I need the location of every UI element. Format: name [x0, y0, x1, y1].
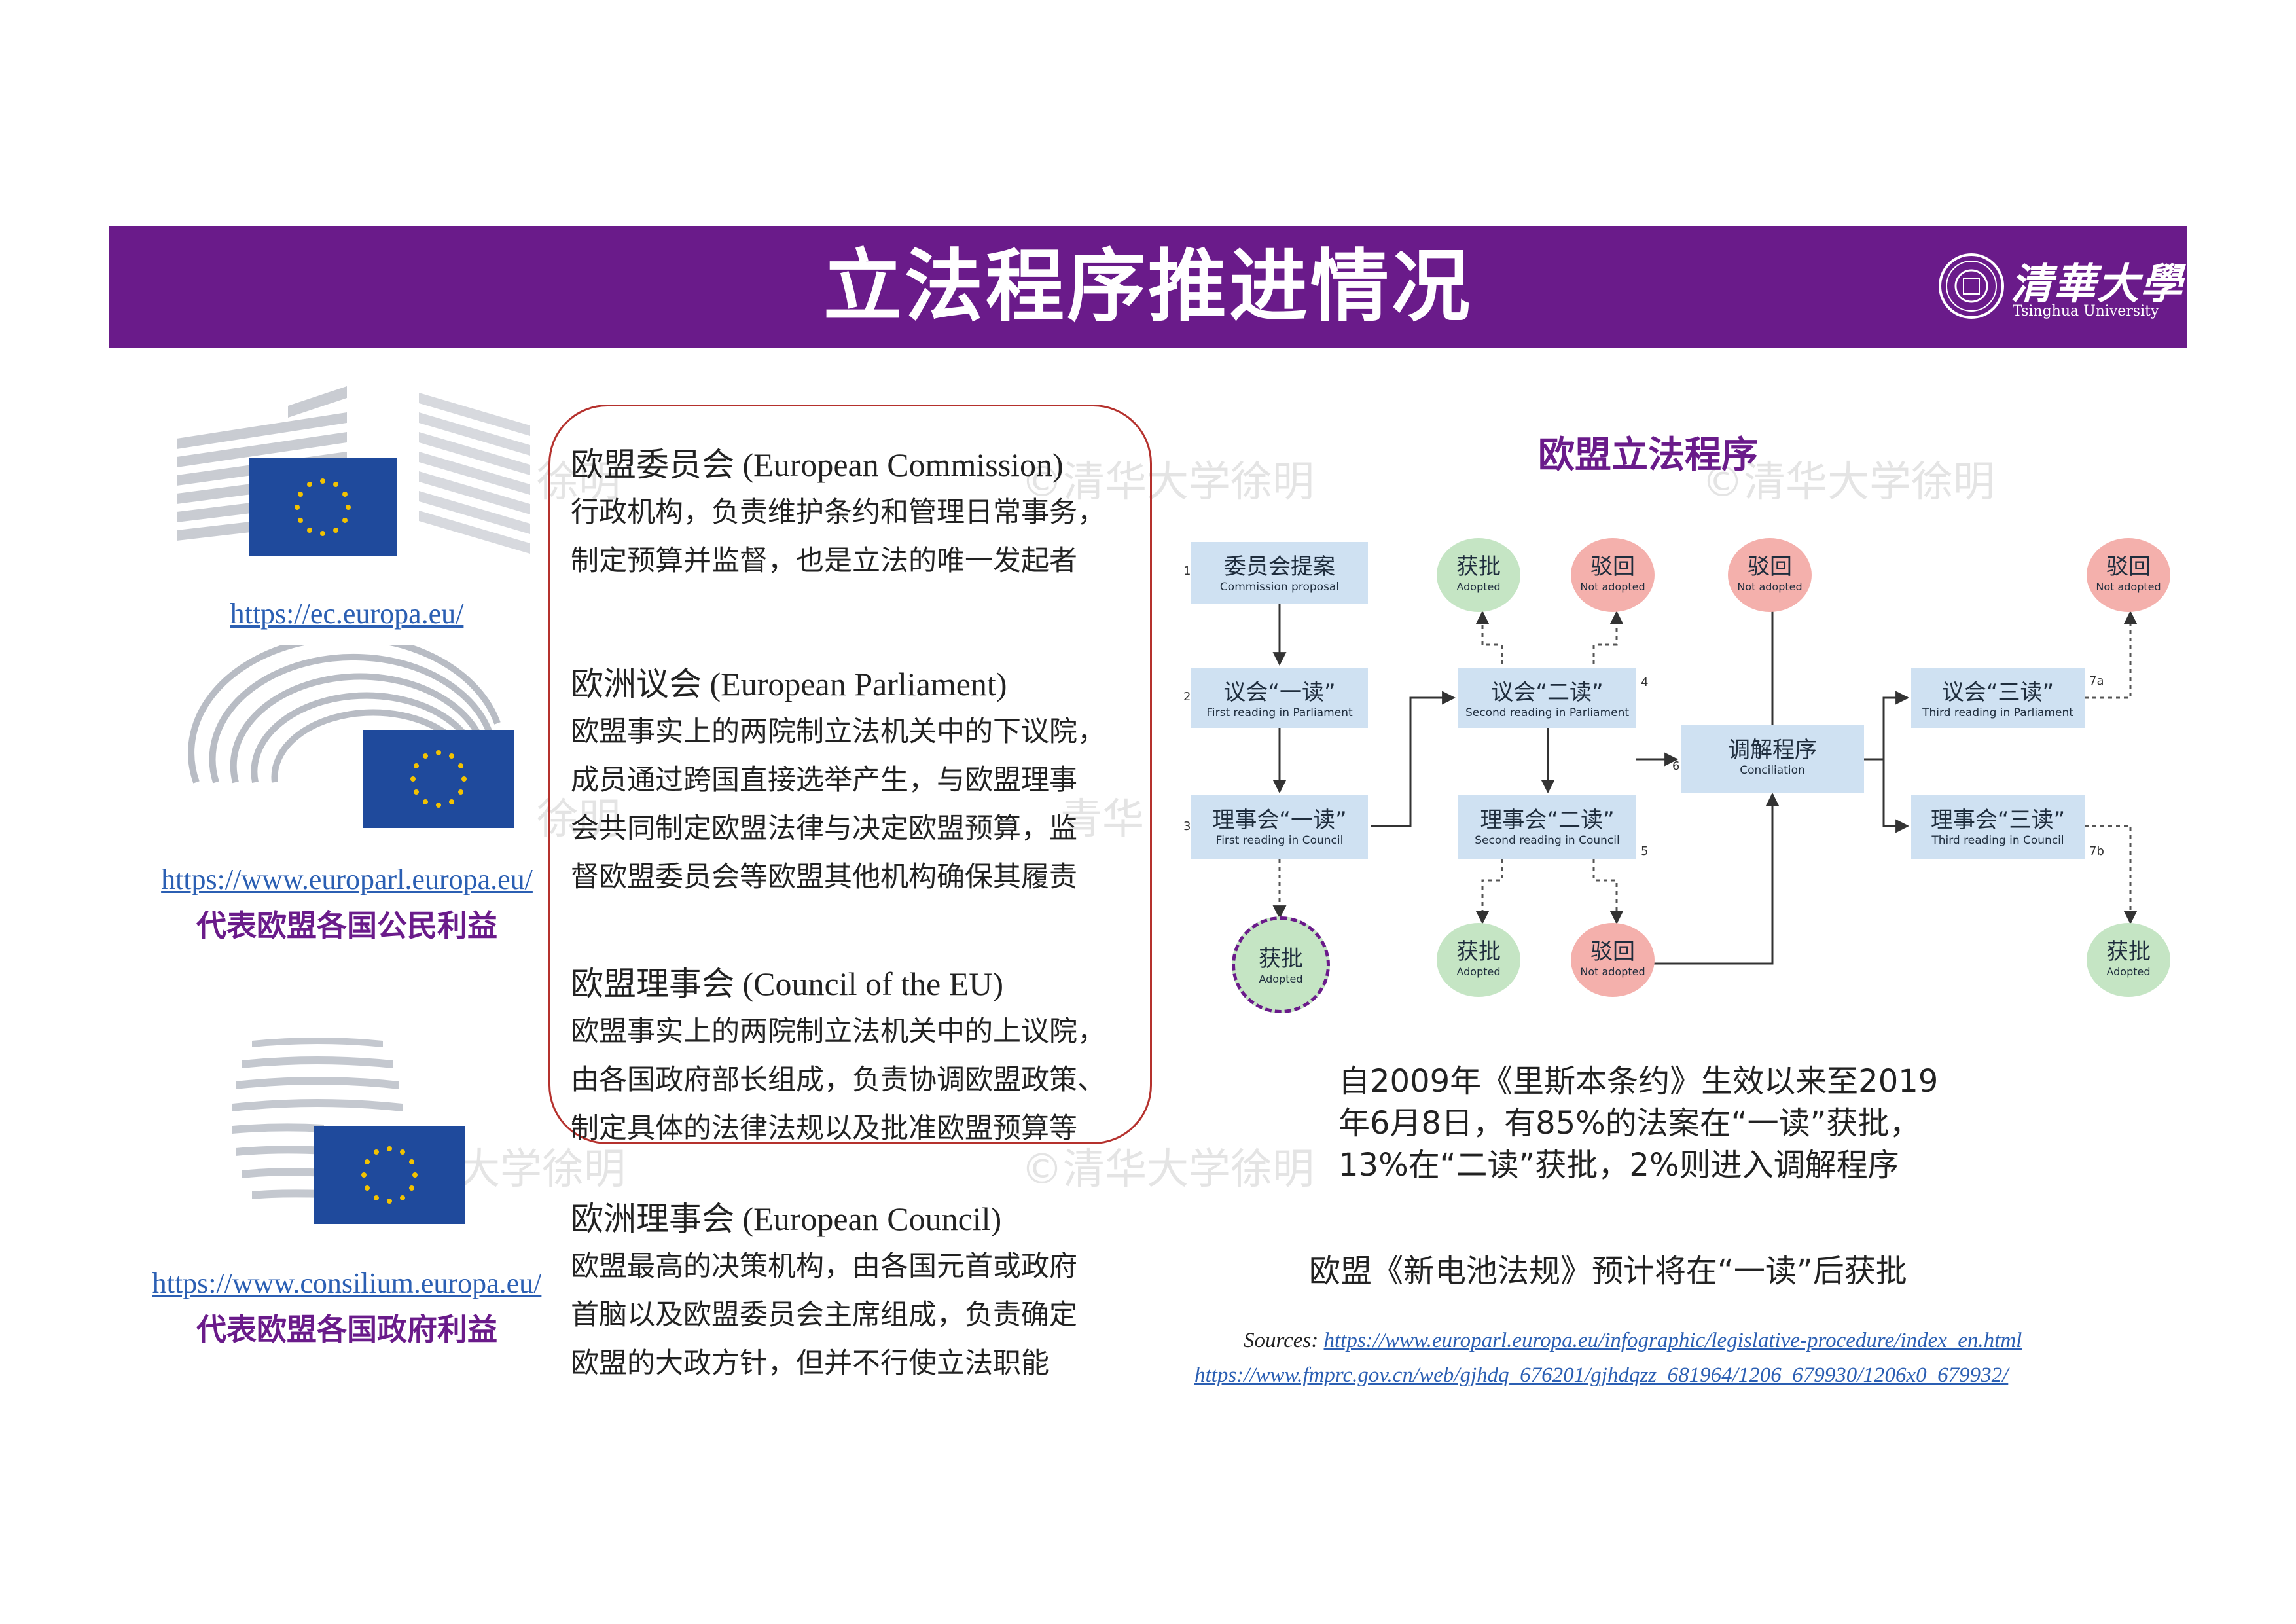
battery-regulation-note: 欧盟《新电池法规》预计将在“一读”后获批: [1309, 1253, 1907, 1290]
watermark: 青华: [1060, 795, 1144, 844]
commission-heading: 欧盟委员会 (European Commission): [571, 446, 1064, 483]
procedure-connectors: [1272, 597, 2138, 965]
watermark: 徐明: [537, 795, 620, 844]
council-eu-heading: 欧盟理事会 (Council of the EU): [571, 965, 1004, 1002]
step-number: 7b: [2089, 844, 2104, 858]
parliament-third-reading-node: 议会“三读” Third reading in Parliament: [1911, 668, 2085, 728]
european-parliament-logo: [188, 645, 514, 828]
statistics-note: 自2009年《里斯本条约》生效以来至2019 年6月8日，有85%的法案在“一读…: [1338, 1063, 1939, 1183]
logo-english-name: Tsinghua University: [2013, 303, 2159, 319]
conciliation-node: 调解程序 Conciliation: [1681, 725, 1864, 793]
source-link[interactable]: https://www.fmprc.gov.cn/web/gjhdq_67620…: [1194, 1363, 2009, 1387]
step-number: 7a: [2089, 674, 2104, 688]
council-of-the-eu-logo: [232, 1038, 465, 1224]
council-label: 代表欧盟各国政府利益: [196, 1313, 497, 1346]
watermark: ©清华大学徐明: [1021, 1146, 1314, 1194]
step-number: 3: [1183, 820, 1191, 833]
parliament-label: 代表欧盟各国公民利益: [196, 909, 497, 943]
watermark: 大学徐明: [458, 1146, 626, 1194]
commission-description: 行政机构，负责维护条约和管理日常事务， 制定预算并监督，也是立法的唯一发起者: [571, 496, 1105, 577]
parliament-link[interactable]: https://www.europarl.europa.eu/: [161, 863, 533, 895]
commission-link[interactable]: https://ec.europa.eu/: [230, 598, 464, 630]
step-number: 6: [1672, 759, 1680, 773]
council-first-reading-node: 理事会“一读” First reading in Council: [1191, 795, 1368, 859]
logo-chinese-name: 清華大學: [2011, 260, 2183, 309]
step-number: 5: [1641, 844, 1649, 858]
step-number: 2: [1183, 690, 1191, 704]
parliament-first-reading-node: 议会“一读” First reading in Parliament: [1191, 668, 1368, 728]
watermark: ©清华大学徐明: [1021, 458, 1314, 507]
page-title: 立法程序推进情况: [823, 242, 1473, 333]
council-eu-description: 欧盟事实上的两院制立法机关中的上议院， 由各国政府部长组成，负责协调欧盟政策、 …: [571, 1015, 1105, 1145]
european-commission-logo: [177, 386, 530, 556]
european-council-description: 欧盟最高的决策机构，由各国元首或政府 首脑以及欧盟委员会主席组成，负责确定 欧盟…: [571, 1250, 1077, 1380]
council-second-reading-node: 理事会“二读” Second reading in Council: [1458, 795, 1636, 859]
watermark: 徐明: [537, 458, 620, 507]
step-number: 4: [1641, 676, 1649, 689]
sources-second-line: https://www.fmprc.gov.cn/web/gjhdq_67620…: [1194, 1363, 2008, 1388]
council-third-reading-node: 理事会“三读” Third reading in Council: [1911, 795, 2085, 859]
institutions-highlight-box: [548, 405, 1152, 1144]
parliament-heading: 欧洲议会 (European Parliament): [571, 666, 1007, 702]
european-council-heading: 欧洲理事会 (European Council): [571, 1200, 1002, 1237]
title-banner: 立法程序推进情况 清華大學 Tsinghua University: [109, 226, 2187, 348]
watermark: ©清华大学徐明: [1702, 458, 1995, 507]
source-link[interactable]: https://www.europarl.europa.eu/infograph…: [1323, 1329, 2022, 1352]
sources: Sources: https://www.europarl.europa.eu/…: [1244, 1329, 2022, 1352]
step-number: 1: [1183, 564, 1191, 578]
diagram-title: 欧盟立法程序: [1538, 434, 1758, 477]
parliament-description: 欧盟事实上的两院制立法机关中的下议院， 成员通过跨国直接选举产生，与欧盟理事 会…: [571, 715, 1105, 893]
commission-proposal-node: 委员会提案 Commission proposal: [1191, 542, 1368, 604]
parliament-second-reading-node: 议会“二读” Second reading in Parliament: [1458, 668, 1636, 728]
tsinghua-seal-icon: [1939, 253, 2004, 319]
council-link[interactable]: https://www.consilium.europa.eu/: [152, 1267, 542, 1299]
tsinghua-logo: 清華大學 Tsinghua University: [1937, 251, 2182, 323]
